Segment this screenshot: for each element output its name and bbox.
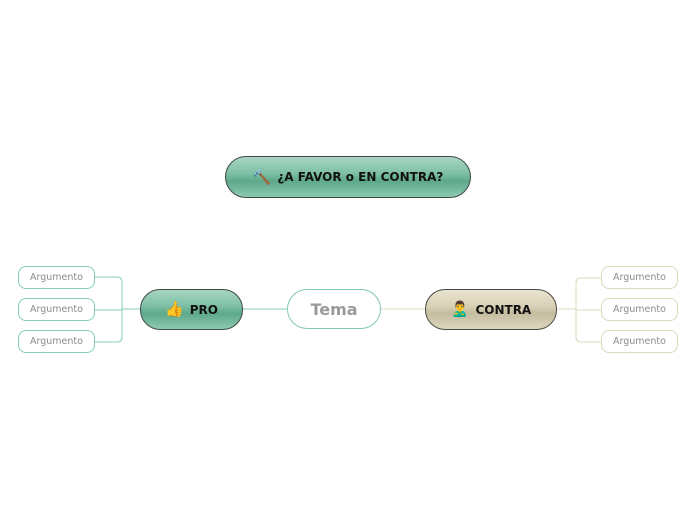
pro-node[interactable]: 👍 PRO bbox=[140, 289, 243, 330]
pro-argument-node[interactable]: Argumento bbox=[18, 298, 95, 321]
pro-argument-node[interactable]: Argumento bbox=[18, 330, 95, 353]
contra-node-label: CONTRA bbox=[475, 302, 532, 317]
central-topic-node[interactable]: Tema bbox=[287, 289, 381, 329]
connector-contra-arguments bbox=[557, 277, 601, 343]
contra-argument-label: Argumento bbox=[613, 304, 666, 315]
contra-argument-node[interactable]: Argumento bbox=[601, 266, 678, 289]
pro-argument-label: Argumento bbox=[30, 304, 83, 315]
connector-pro-arguments bbox=[95, 276, 140, 343]
contra-node[interactable]: 🙎‍♂️ CONTRA bbox=[425, 289, 557, 330]
title-node[interactable]: 🔨 ¿A FAVOR o EN CONTRA? bbox=[225, 156, 471, 198]
pro-argument-node[interactable]: Argumento bbox=[18, 266, 95, 289]
gavel-icon: 🔨 bbox=[252, 167, 272, 186]
person-shrugging-icon: 🙎‍♂️ bbox=[450, 300, 470, 318]
title-node-label: ¿A FAVOR o EN CONTRA? bbox=[277, 170, 444, 184]
contra-argument-node[interactable]: Argumento bbox=[601, 298, 678, 321]
central-topic-label: Tema bbox=[310, 299, 358, 319]
thumbs-up-icon: 👍 bbox=[165, 300, 184, 318]
pro-node-label: PRO bbox=[189, 302, 218, 317]
contra-argument-node[interactable]: Argumento bbox=[601, 330, 678, 353]
pro-argument-label: Argumento bbox=[30, 272, 83, 283]
contra-argument-label: Argumento bbox=[613, 272, 666, 283]
contra-argument-label: Argumento bbox=[613, 336, 666, 347]
pro-argument-label: Argumento bbox=[30, 336, 83, 347]
